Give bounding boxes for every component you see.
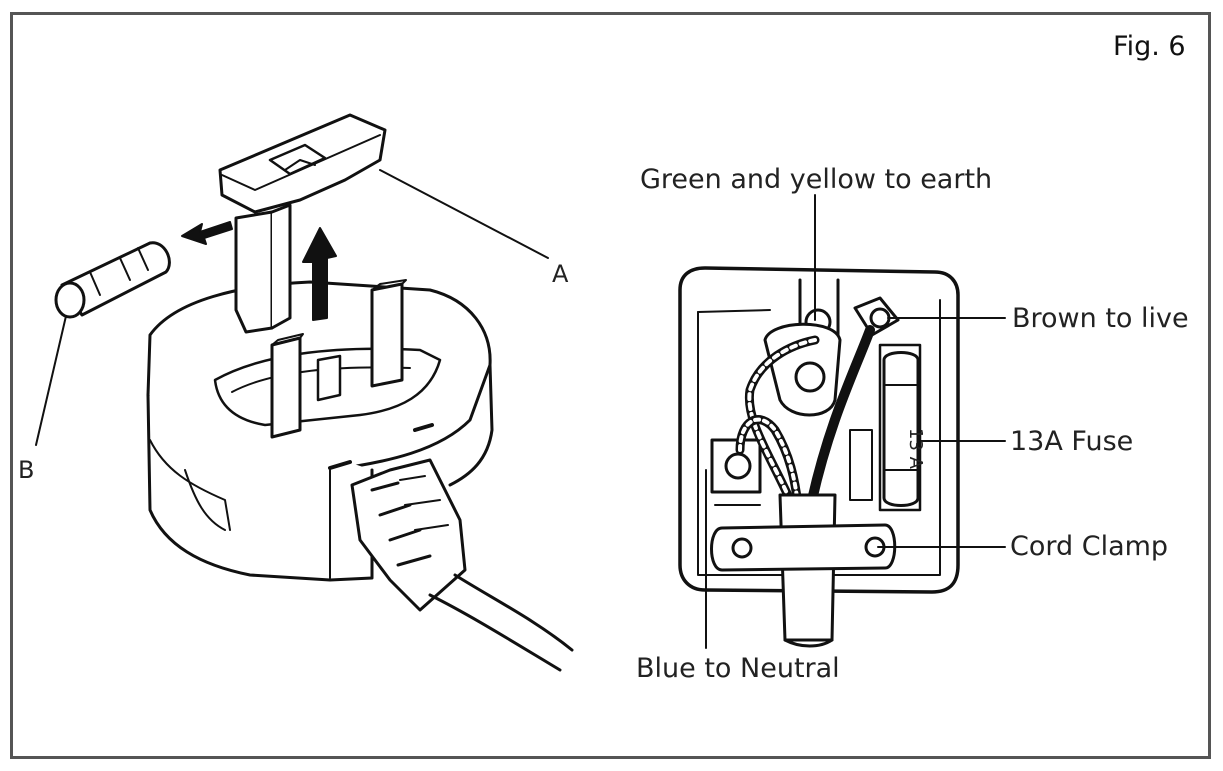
pin-right xyxy=(370,282,404,388)
pin-earth-stub xyxy=(316,354,342,402)
slide-out-arrow xyxy=(181,221,233,245)
leader-b xyxy=(35,315,67,446)
callout-a: A xyxy=(552,260,569,288)
fuse-marking: 13 A xyxy=(905,428,926,470)
cord-clamp xyxy=(710,523,897,572)
callout-neutral: Blue to Neutral xyxy=(636,653,840,684)
callout-live: Brown to live xyxy=(1012,303,1189,334)
plug-exterior-view xyxy=(35,113,574,672)
callout-b: B xyxy=(18,456,35,484)
fuse-carrier-stem xyxy=(234,210,274,334)
callout-earth: Green and yellow to earth xyxy=(640,164,993,195)
fuse-cartridge xyxy=(54,241,171,319)
callout-clamp: Cord Clamp xyxy=(1010,531,1169,562)
pin-left xyxy=(270,336,302,439)
plug-interior-view xyxy=(678,194,1006,649)
fuse-carrier-cap xyxy=(218,113,387,214)
cable xyxy=(428,573,574,672)
lift-up-arrow xyxy=(302,227,337,321)
plug-body-side xyxy=(146,393,374,582)
figure-label: Fig. 6 xyxy=(1113,31,1186,62)
callout-fuse: 13A Fuse xyxy=(1010,426,1134,457)
wire-live xyxy=(807,325,875,505)
leader-a xyxy=(379,169,549,259)
